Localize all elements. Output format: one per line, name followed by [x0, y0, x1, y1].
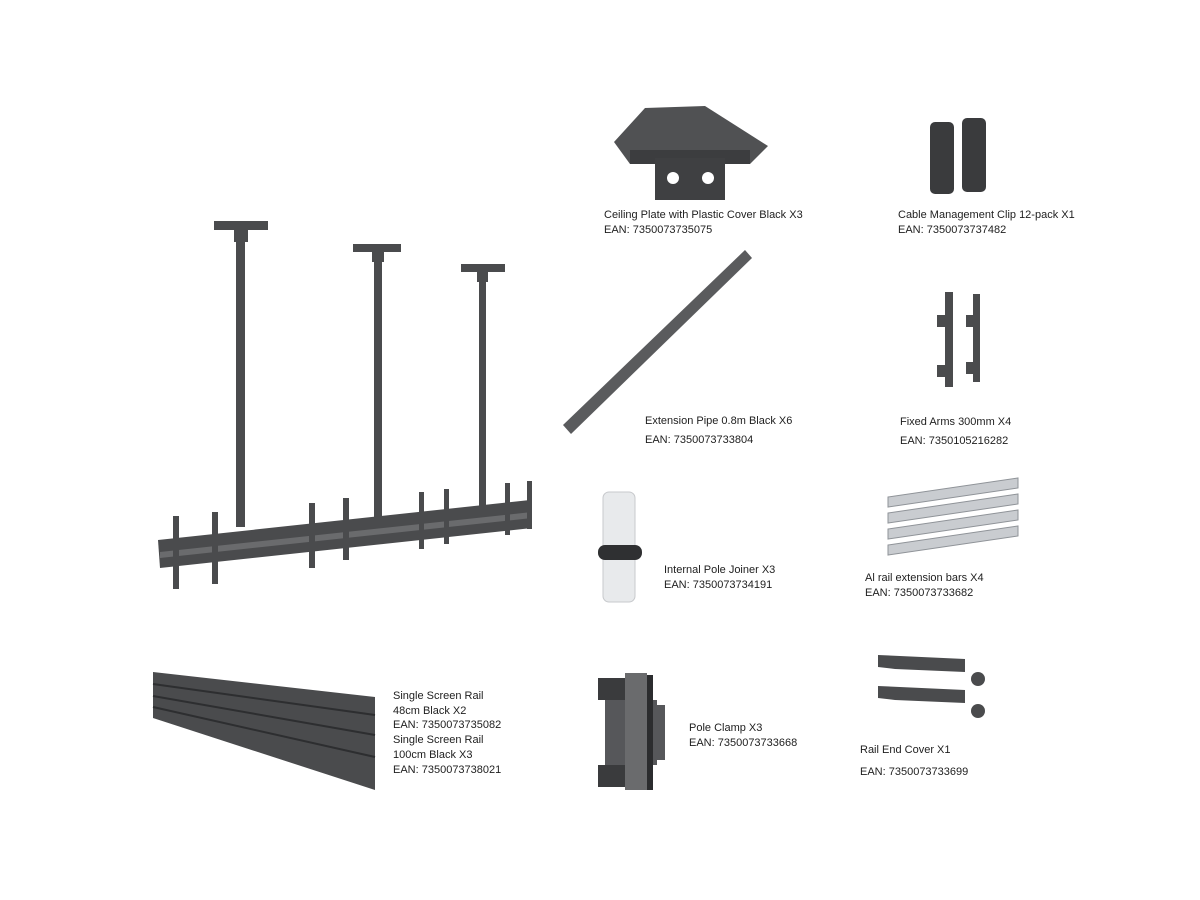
- rail-end-cover-image: [878, 655, 985, 718]
- al-rail-bars-image: [887, 477, 1019, 556]
- part-screen-rail-100: Single Screen Rail 100cm Black X3 EAN: 7…: [393, 733, 501, 778]
- part-extension-pipe: Extension Pipe 0.8m Black X6 EAN: 735007…: [645, 412, 792, 450]
- part-name: Pole Clamp X3: [689, 722, 763, 734]
- part-ean: EAN: 7350073735082: [393, 719, 502, 731]
- pole-clamp-image: [598, 673, 665, 790]
- part-ean: EAN: 7350073734191: [664, 579, 773, 591]
- part-pole-joiner: Internal Pole Joiner X3 EAN: 73500737341…: [664, 563, 775, 593]
- part-size: 48cm Black X2: [393, 704, 467, 717]
- part-ean: EAN: 7350073733699: [860, 766, 969, 778]
- part-screen-rail-48: Single Screen Rail 48cm Black X2 EAN: 73…: [393, 689, 501, 733]
- ceiling-plate-image: [614, 106, 768, 200]
- part-al-rail-bars: Al rail extension bars X4 EAN: 735007373…: [865, 571, 984, 601]
- part-name: Extension Pipe 0.8m Black X6: [645, 415, 793, 427]
- part-cable-clip: Cable Management Clip 12-pack X1 EAN: 73…: [898, 208, 1075, 238]
- part-ean: EAN: 7350073735075: [604, 224, 713, 236]
- part-name: Ceiling Plate with Plastic Cover Black X…: [604, 209, 803, 221]
- part-rail-end-cover: Rail End Cover X1 EAN: 7350073733699: [860, 739, 968, 783]
- part-pole-clamp: Pole Clamp X3 EAN: 7350073733668: [689, 721, 797, 751]
- part-name: Cable Management Clip 12-pack X1: [898, 209, 1075, 221]
- part-ean: EAN: 7350073733804: [645, 434, 754, 446]
- screen-rail-image: [152, 672, 376, 790]
- part-ean: EAN: 7350073738021: [393, 764, 502, 776]
- part-name: Al rail extension bars X4: [865, 572, 984, 584]
- part-name: Internal Pole Joiner X3: [664, 564, 776, 576]
- extension-pipe-image: [563, 250, 752, 434]
- assembled-mount-image: [158, 221, 532, 589]
- part-size: 100cm Black X3: [393, 749, 473, 761]
- part-name: Single Screen Rail: [393, 690, 484, 702]
- part-ceiling-plate: Ceiling Plate with Plastic Cover Black X…: [604, 208, 803, 238]
- part-ean: EAN: 7350105216282: [900, 435, 1009, 447]
- pole-joiner-image: [598, 491, 642, 603]
- part-name: Rail End Cover X1: [860, 744, 951, 756]
- cable-clip-image: [930, 118, 986, 194]
- part-ean: EAN: 7350073737482: [898, 224, 1007, 236]
- part-fixed-arms: Fixed Arms 300mm X4 EAN: 7350105216282: [900, 413, 1011, 451]
- part-ean: EAN: 7350073733682: [865, 587, 974, 599]
- fixed-arms-image: [937, 292, 980, 387]
- part-name: Single Screen Rail: [393, 734, 484, 746]
- part-name: Fixed Arms 300mm X4: [900, 416, 1012, 428]
- part-ean: EAN: 7350073733668: [689, 737, 798, 749]
